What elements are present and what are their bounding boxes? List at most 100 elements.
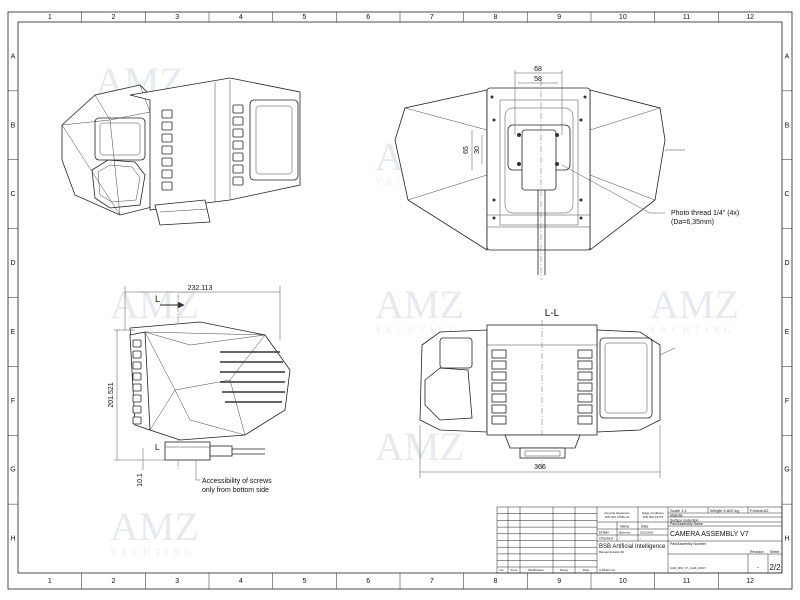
grid-column-label: 6	[366, 14, 370, 21]
vent-slot	[161, 157, 173, 167]
edge-conditions-label: Edge conditions	[642, 511, 664, 515]
grid-row-label: G	[784, 467, 789, 474]
grid-row-label: D	[784, 260, 789, 267]
screw-access-note: Accessibility of screws	[202, 478, 272, 485]
grid-column-label: 11	[683, 14, 690, 21]
front-section-view: L-L 366	[419, 308, 676, 478]
grid-column-label: 12	[746, 14, 754, 21]
grid-column-label: 4	[239, 14, 243, 21]
watermark-logo: AMZ	[110, 282, 199, 327]
vent-slot	[232, 152, 244, 162]
vent-slot	[491, 393, 507, 403]
drawn-date: 20210602	[640, 531, 654, 535]
sheet-value: 2/2	[769, 563, 781, 572]
watermark-logo: AMZ	[650, 282, 739, 327]
vent-slot	[577, 415, 593, 425]
grid-row-label: H	[784, 536, 789, 543]
vent-slot	[577, 360, 593, 370]
general-tolerances-label: General tolerances	[604, 511, 630, 515]
side-view: 232.113 L 201.521 10.1 L Accessibility o…	[108, 285, 291, 494]
checked-name: -	[619, 537, 621, 541]
surface-label: Surface protection	[670, 519, 698, 523]
grid-column-label: 8	[494, 14, 498, 21]
general-tolerances-std: DIN ISO 2768-mH	[605, 515, 629, 519]
grid-marks	[8, 12, 792, 589]
vent-slot	[577, 404, 593, 414]
vent-slot	[491, 360, 507, 370]
grid-column-label: 9	[557, 578, 561, 585]
watermark-sub: YACHTING	[110, 547, 196, 557]
grid-column-label: 10	[619, 14, 627, 21]
photo-thread-note-2: (Da=6,35mm)	[671, 219, 714, 226]
vent-slot	[132, 372, 142, 381]
watermark-logo: AMZ	[375, 424, 464, 469]
vent-slot	[577, 382, 593, 392]
drawn-label: Drawn	[599, 531, 609, 535]
dim-base: 10.1	[137, 473, 144, 487]
grid-column-label: 6	[366, 578, 370, 585]
revision-value: -	[757, 565, 759, 571]
company-address-2: A-8232 Linz	[599, 568, 616, 572]
vent-slot	[132, 361, 142, 370]
screw-access-note-2: only from bottom side	[202, 487, 269, 494]
material-label: Material	[670, 514, 683, 518]
grid-row-label: C	[10, 191, 15, 198]
vent-slot	[161, 169, 173, 179]
vent-slot	[577, 393, 593, 403]
dim-65: 65	[463, 146, 470, 154]
format: Format A2	[750, 508, 769, 513]
dim-68: 68	[534, 66, 542, 73]
grid-row-label: A	[11, 53, 16, 60]
rev-header-name: Name	[560, 568, 568, 572]
name-header: Name	[620, 525, 629, 529]
vent-slot	[161, 121, 173, 131]
watermark-logo: AMZ	[110, 504, 199, 549]
grid-column-label: 1	[48, 578, 52, 585]
dim-width: 366	[534, 464, 546, 471]
grid-row-label: E	[785, 329, 790, 336]
grid-column-label: 7	[430, 14, 434, 21]
dim-width: 232.113	[188, 285, 213, 292]
grid-column-label: 8	[494, 578, 498, 585]
vent-slot	[232, 164, 244, 174]
vent-slot	[491, 415, 507, 425]
part-number-label: Part/Assembly Number	[670, 542, 707, 546]
vent-slot	[491, 404, 507, 414]
grid-row-label: G	[10, 467, 15, 474]
company-address-1: Bismarckstraße 60	[599, 550, 624, 554]
vent-slot	[577, 349, 593, 359]
grid-column-label: 2	[112, 578, 116, 585]
photo-thread-note: Photo thread 1/4" (4x)	[671, 210, 739, 217]
grid-column-label: 12	[746, 578, 754, 585]
rev-header-date: Date	[583, 568, 590, 572]
dim-58: 58	[534, 76, 542, 83]
grid-row-label: B	[11, 122, 16, 129]
vent-slot	[161, 109, 173, 119]
grid-column-label: 3	[175, 14, 179, 21]
dim-30: 30	[474, 146, 481, 154]
vent-slot	[232, 116, 244, 126]
vent-slot	[491, 371, 507, 381]
edge-conditions-std: DIN ISO 13715	[643, 515, 664, 519]
watermark-sub: YACHTING	[375, 325, 461, 335]
grid-row-label: E	[11, 329, 16, 336]
vent-slot	[132, 394, 142, 403]
grid-column-label: 7	[430, 578, 434, 585]
rev-header-modification: Modification	[528, 568, 544, 572]
grid-row-label: D	[10, 260, 15, 267]
grid-row-label: F	[11, 398, 15, 405]
title-block: General tolerances DIN ISO 2768-mH Edge …	[496, 506, 783, 574]
drawn-name: Bremeis	[619, 531, 631, 535]
section-title: L-L	[545, 308, 560, 319]
vent-slot	[132, 416, 142, 425]
date-header: Date	[641, 525, 648, 529]
grid-column-label: 3	[175, 578, 179, 585]
part-name: CAMERA ASSEMBLY V7	[670, 531, 749, 538]
vent-slot	[161, 181, 173, 191]
section-mark-top: L	[155, 294, 160, 304]
grid-row-label: H	[10, 536, 15, 543]
watermark-logo: AMZ	[375, 282, 464, 327]
grid-row-label: F	[785, 398, 789, 405]
vent-slot	[132, 405, 142, 414]
